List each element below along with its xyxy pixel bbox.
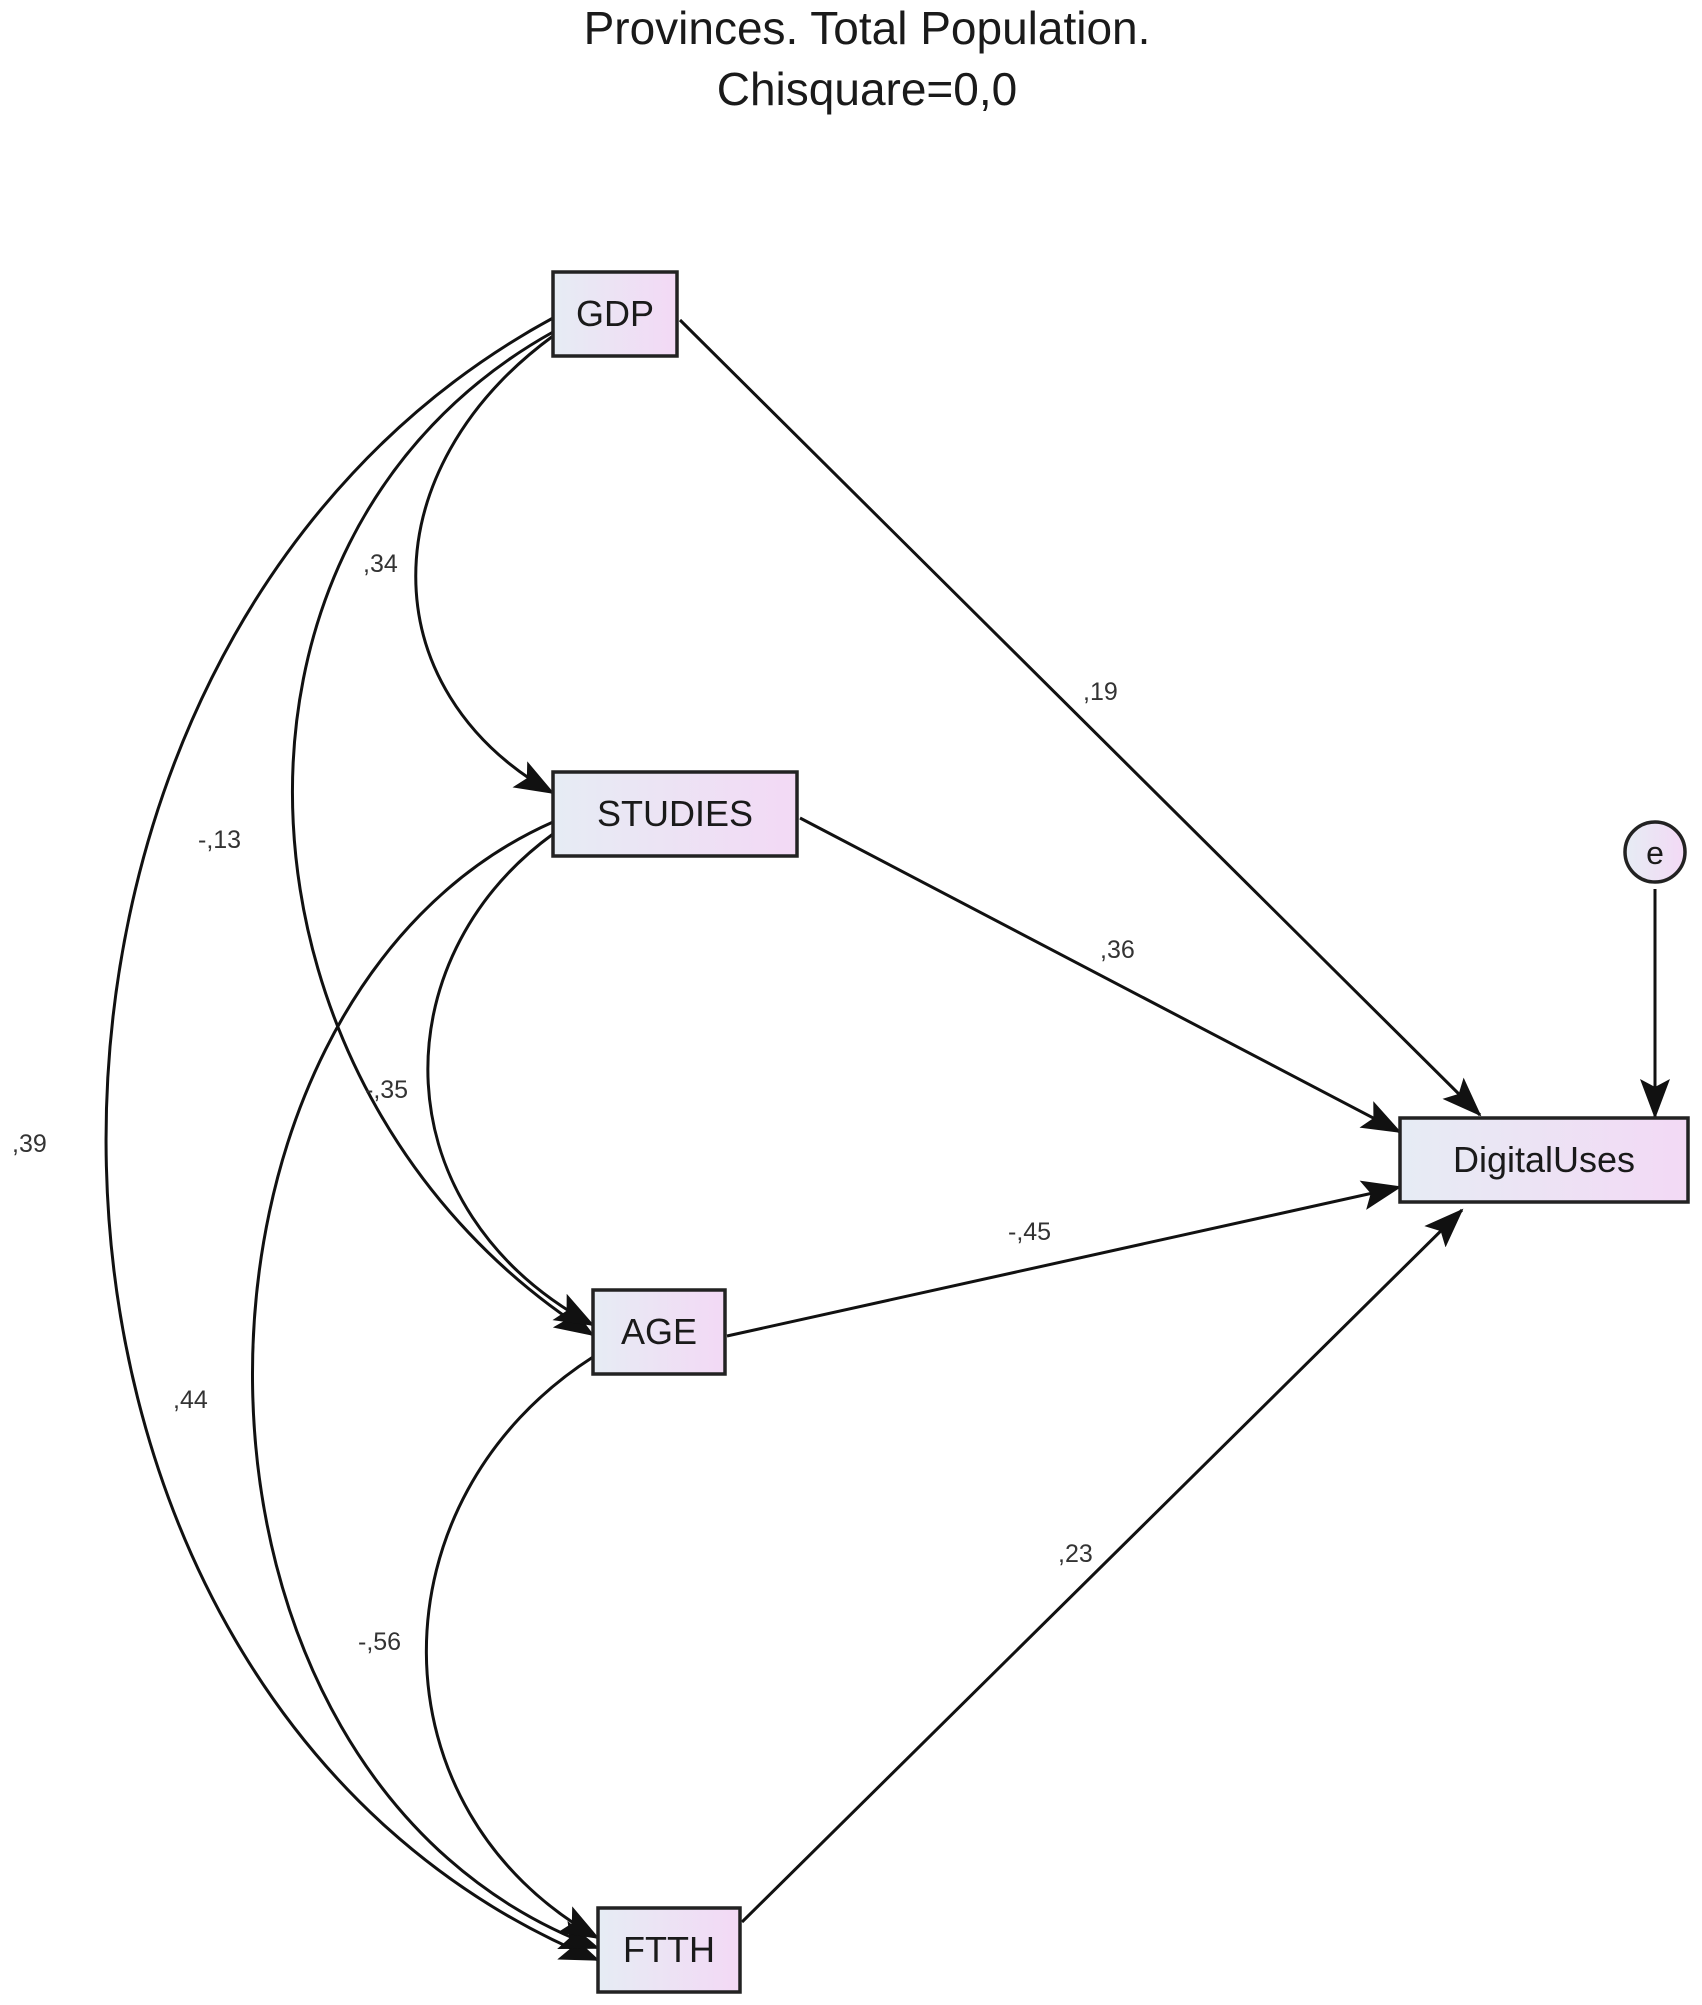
coef-gdp-age: -,13 [198, 826, 241, 854]
correlation-gdp-age [290, 300, 595, 1337]
path-age-to-digitaluses [726, 1180, 1402, 1338]
path-gdp-to-digitaluses [678, 318, 1482, 1117]
node-error-label: e [1646, 835, 1664, 871]
node-studies-box [551, 770, 799, 858]
correlation-gdp-ftth [104, 286, 600, 1962]
node-age: AGE [591, 1288, 727, 1376]
node-ftth-box [596, 1906, 742, 1994]
correlation-gdp-studies [414, 301, 593, 795]
coef-studies-age: -,35 [365, 1076, 408, 1104]
diagram-title-line2: Chisquare=0,0 [717, 63, 1017, 115]
coef-studies-digitaluses: ,36 [1100, 936, 1135, 964]
node-age-label: AGE [621, 1311, 697, 1352]
coef-studies-ftth: ,44 [173, 1386, 208, 1414]
path-studies-to-digitaluses [799, 816, 1402, 1134]
node-studies-label: STUDIES [597, 793, 753, 834]
node-error: e [1623, 820, 1687, 884]
node-studies: STUDIES [551, 770, 799, 858]
node-digitaluses-box [1398, 1116, 1690, 1204]
node-digitaluses-label: DigitalUses [1453, 1139, 1635, 1180]
node-gdp-box [551, 270, 679, 358]
coef-gdp-studies: ,34 [363, 550, 398, 578]
correlation-age-ftth [425, 1323, 634, 1940]
node-digitaluses: DigitalUses [1398, 1116, 1690, 1204]
path-ftth-to-digitaluses [740, 1208, 1464, 1924]
coef-gdp-ftth: ,39 [12, 1130, 47, 1158]
coef-age-digitaluses: -,45 [1008, 1218, 1051, 1246]
node-ftth-label: FTTH [623, 1929, 715, 1970]
coef-gdp-digitaluses: ,19 [1083, 678, 1118, 706]
node-age-box [591, 1288, 727, 1376]
coef-age-ftth: -,56 [358, 1628, 401, 1656]
diagram-title-line1: Provinces. Total Population. [584, 2, 1151, 54]
node-error-circle [1623, 820, 1687, 884]
node-gdp-label: GDP [576, 293, 654, 334]
node-gdp: GDP [551, 270, 679, 358]
coef-ftth-digitaluses: ,23 [1058, 1540, 1093, 1568]
correlation-studies-age [426, 799, 595, 1327]
node-ftth: FTTH [596, 1906, 742, 1994]
correlation-studies-ftth [251, 792, 600, 1950]
